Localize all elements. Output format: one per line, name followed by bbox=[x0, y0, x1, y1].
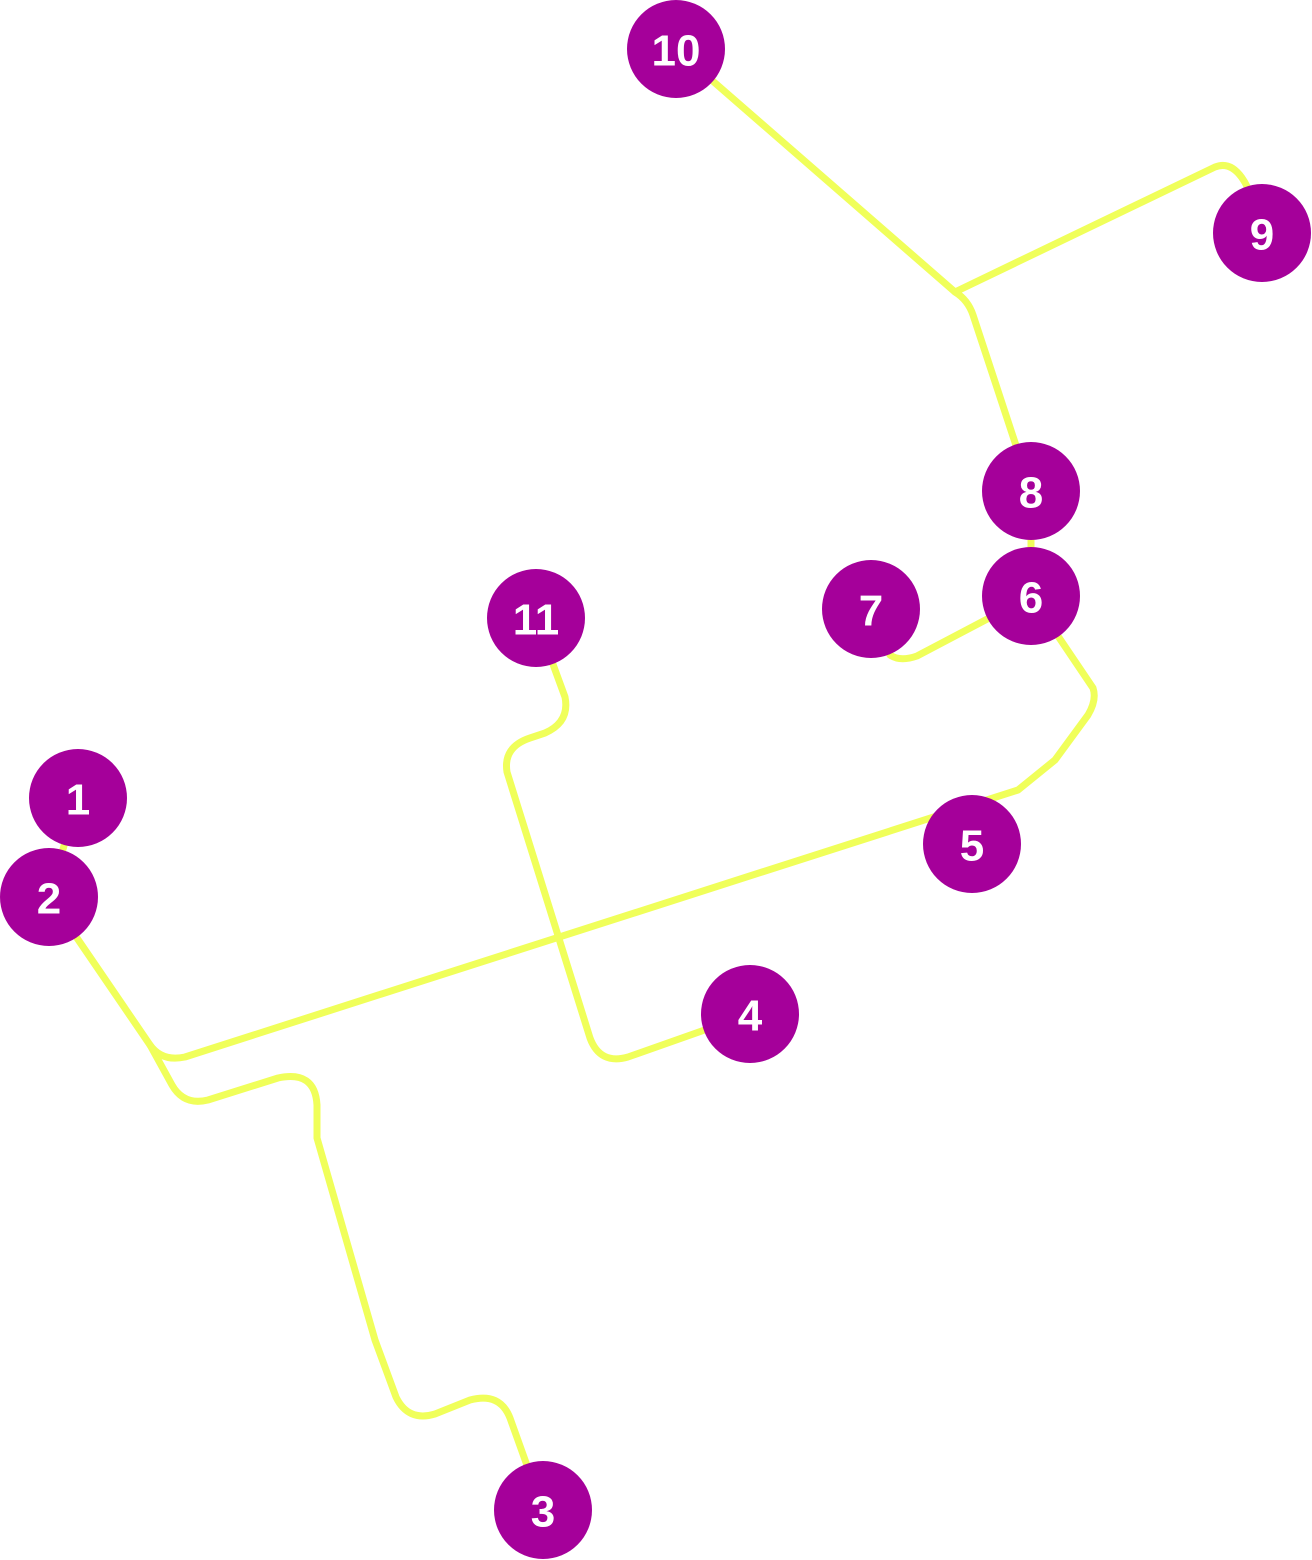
node-label: 6 bbox=[1019, 574, 1043, 623]
node-9[interactable]: 9 bbox=[1213, 184, 1311, 282]
node-label: 1 bbox=[66, 776, 90, 825]
node-8[interactable]: 8 bbox=[982, 442, 1080, 540]
node-4[interactable]: 4 bbox=[701, 965, 799, 1063]
node-circle bbox=[487, 569, 585, 667]
node-circle bbox=[494, 1461, 592, 1559]
node-circle bbox=[0, 848, 98, 946]
edges bbox=[45, 45, 1266, 1514]
edge-8-10 bbox=[672, 45, 1035, 495]
node-1[interactable]: 1 bbox=[29, 749, 127, 847]
edge-2-3 bbox=[146, 1041, 547, 1514]
edge-4-11 bbox=[502, 614, 754, 1063]
node-circle bbox=[1213, 184, 1311, 282]
node-5[interactable]: 5 bbox=[923, 795, 1021, 893]
node-label: 3 bbox=[531, 1488, 555, 1537]
edge-6-7 bbox=[867, 592, 1035, 663]
node-label: 4 bbox=[738, 992, 763, 1041]
node-2[interactable]: 2 bbox=[0, 848, 98, 946]
node-7[interactable]: 7 bbox=[822, 560, 920, 658]
node-circle bbox=[627, 0, 725, 98]
node-label: 9 bbox=[1250, 211, 1274, 260]
node-label: 8 bbox=[1019, 469, 1043, 518]
node-3[interactable]: 3 bbox=[494, 1461, 592, 1559]
node-circle bbox=[923, 795, 1021, 893]
node-label: 10 bbox=[652, 27, 701, 76]
node-circle bbox=[822, 560, 920, 658]
node-11[interactable]: 11 bbox=[487, 569, 585, 667]
node-label: 11 bbox=[513, 596, 560, 645]
node-circle bbox=[982, 442, 1080, 540]
node-6[interactable]: 6 bbox=[982, 547, 1080, 645]
node-10[interactable]: 10 bbox=[627, 0, 725, 98]
node-circle bbox=[29, 749, 127, 847]
node-label: 2 bbox=[37, 875, 61, 924]
node-circle bbox=[701, 965, 799, 1063]
node-circle bbox=[982, 547, 1080, 645]
node-label: 5 bbox=[960, 822, 984, 871]
node-label: 7 bbox=[859, 587, 883, 636]
